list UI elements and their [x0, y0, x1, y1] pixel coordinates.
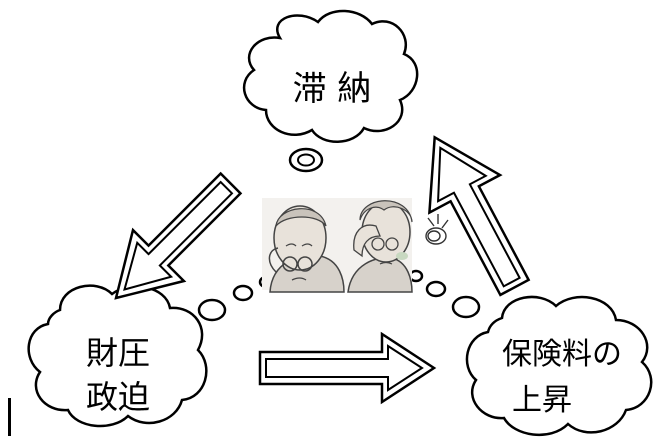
- worry-scribble-icon: [425, 214, 449, 245]
- right-bubble-tail: [408, 269, 481, 319]
- elderly-man: [268, 205, 345, 293]
- right-bubble-line2: 上昇: [512, 383, 572, 418]
- edge-mark: [8, 398, 11, 436]
- top-bubble-label: 滞 納: [293, 69, 372, 109]
- elderly-woman: [347, 200, 413, 293]
- top-thought-bubble: 滞 納: [242, 9, 419, 143]
- arrow-left-to-right: [258, 331, 437, 405]
- worried-elderly-couple-illustration: [262, 198, 449, 293]
- right-bubble-line1: 保険料の: [502, 337, 622, 372]
- arrow-right-to-top: [428, 135, 531, 297]
- left-bubble-line2: 政迫: [86, 378, 150, 416]
- right-thought-bubble: 保険料の 上昇: [465, 295, 653, 437]
- left-thought-bubble: 財圧 政迫: [27, 284, 208, 428]
- left-bubble-tail: [197, 275, 274, 322]
- arrow-top-to-left: [114, 171, 243, 300]
- top-bubble-tail: [288, 147, 324, 173]
- left-bubble-line1: 財圧: [86, 334, 150, 372]
